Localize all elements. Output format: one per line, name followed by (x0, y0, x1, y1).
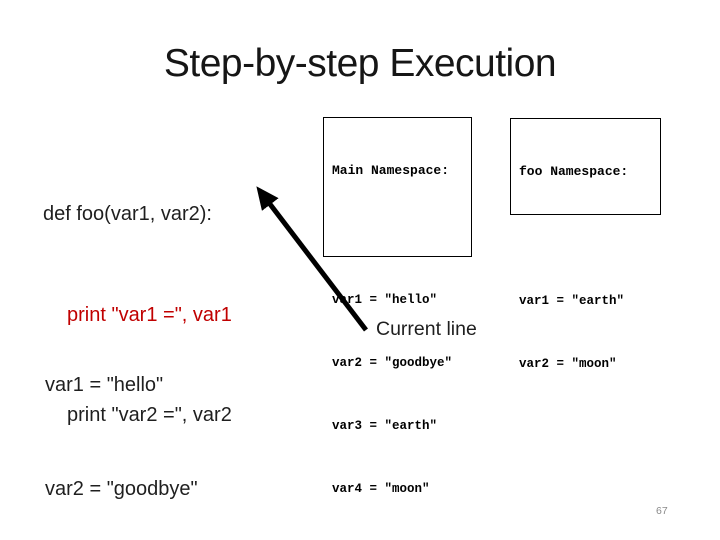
code-line-current-print-var1: print "var1 =", var1 (67, 303, 232, 326)
code-line-def-foo: def foo(var1, var2): (43, 203, 212, 225)
namespace-entry-var4: var4 = "moon" (332, 482, 430, 496)
code-line-print-var2: print "var2 =", var2 (67, 404, 232, 426)
function-code-block: def foo(var1, var2): print "var1 =", var… (43, 131, 232, 500)
main-namespace-entries: var1 = "hello" var2 = "goodbye" var3 = "… (332, 248, 463, 540)
namespace-entry-var2: var2 = "moon" (519, 357, 617, 371)
foo-namespace-header: foo Namespace: (519, 164, 629, 179)
namespace-entry-var1: var1 = "hello" (332, 293, 438, 307)
page-number: 67 (656, 505, 668, 517)
current-line-label: Current line (376, 318, 477, 340)
page-title: Step-by-step Execution (163, 42, 557, 85)
namespace-entry-var3: var3 = "earth" (332, 419, 438, 433)
namespace-entry-var1: var1 = "earth" (519, 294, 625, 308)
main-namespace-header: Main Namespace: (332, 163, 450, 178)
foo-namespace-box: foo Namespace: var1 = "earth" var2 = "mo… (510, 118, 661, 371)
main-namespace-box: Main Namespace: var1 = "hello" var2 = "g… (323, 117, 472, 496)
foo-namespace-entries: var1 = "earth" var2 = "moon" (519, 249, 652, 417)
code-line-var1: var1 = "hello" (45, 374, 164, 397)
namespace-entry-var2: var2 = "goodbye" (332, 356, 453, 370)
main-code-block: var1 = "hello" var2 = "goodbye" var3 = "… (45, 299, 210, 540)
code-line-var2: var2 = "goodbye" (45, 477, 198, 500)
